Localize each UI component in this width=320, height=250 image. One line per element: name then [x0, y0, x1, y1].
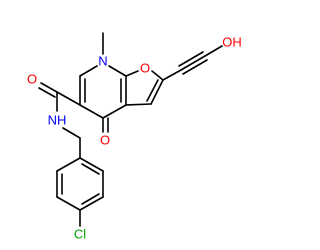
bond-c5-c4 [79, 104, 104, 119]
bond-ch2-oh [204, 45, 223, 57]
bond-c2-c3 [150, 79, 164, 105]
atom-o-hydroxyl: OH [222, 35, 242, 50]
bond-c4-c3a [102, 104, 127, 119]
bond-ar-1-2 [56, 157, 81, 172]
bond-c5-camide [56, 91, 81, 106]
bond-triple-3 [182, 59, 208, 75]
bond-ar-double-c [81, 163, 100, 175]
bond-ar-4-5 [79, 196, 104, 211]
atom-o-furan: O [140, 61, 150, 76]
bond-camide-o [40, 82, 58, 93]
bond-camide-o-double [38, 87, 56, 98]
bond-ar-double-b [81, 193, 100, 205]
bonds [38, 32, 223, 227]
atom-cl: Cl [74, 227, 86, 242]
bond-c2-c3-double [146, 79, 159, 102]
atom-o-ketone: O [100, 133, 110, 148]
atom-n-ring: N [98, 54, 107, 69]
bond-triple-2 [178, 51, 204, 67]
molecule-structure-diagram: N O OH O O NH Cl [27, 32, 242, 242]
atom-o-amide: O [27, 72, 37, 87]
atom-nh-amide: NH [48, 113, 67, 128]
bond-c3-c3a [125, 103, 152, 106]
bond-ar-6-1 [79, 157, 104, 172]
bond-ar-3-4 [56, 196, 81, 211]
bond-c2-alkyne-start [162, 69, 182, 81]
bond-n-c6 [79, 65, 98, 77]
bond-o-c2 [151, 70, 164, 81]
atom-labels: N O OH O O NH Cl [27, 35, 242, 242]
bond-n-ch2 [62, 127, 81, 139]
bond-triple-1 [180, 55, 206, 71]
bond-c7a-n [108, 65, 127, 77]
bond-c7a-o [125, 70, 139, 77]
